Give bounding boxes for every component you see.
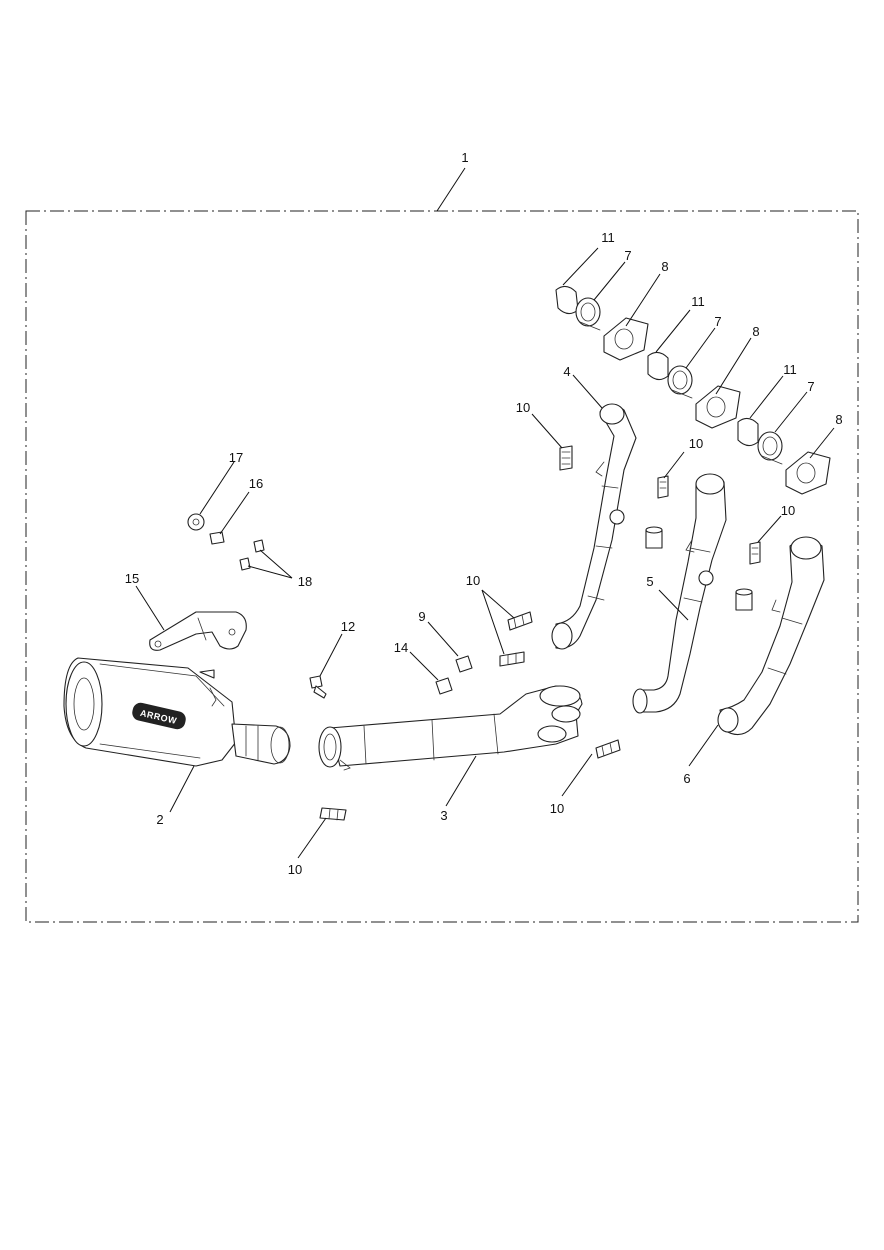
- callout-7a: 7: [624, 248, 631, 263]
- callout-11b: 11: [691, 294, 705, 309]
- kit-boundary: [25, 210, 859, 923]
- sleeve-b: [735, 588, 753, 611]
- callout-11c: 11: [783, 362, 797, 377]
- callout-6: 6: [683, 771, 690, 786]
- ring-c: [757, 431, 783, 465]
- callout-14: 14: [394, 640, 408, 655]
- spring-g: [319, 807, 347, 821]
- header-pipe-cyl3: [717, 536, 825, 736]
- spring-b: [657, 475, 669, 499]
- callout-4: 4: [563, 364, 570, 379]
- callout-15: 15: [125, 571, 139, 586]
- callout-18: 18: [298, 574, 312, 589]
- spacer-17: [187, 513, 205, 531]
- callout-7c: 7: [807, 379, 814, 394]
- callout-8c: 8: [835, 412, 842, 427]
- header-pipe-cyl2: [632, 473, 727, 714]
- flange-c: [785, 451, 831, 495]
- callout-17: 17: [229, 450, 243, 465]
- screw-18b: [239, 557, 251, 571]
- callout-10d: 10: [466, 573, 480, 588]
- flange-b: [695, 385, 741, 429]
- header-pipe-cyl1: [551, 403, 637, 650]
- screw-16: [209, 531, 225, 545]
- callout-1: 1: [461, 150, 468, 165]
- callout-5: 5: [646, 574, 653, 589]
- gasket-a: [555, 285, 579, 315]
- gasket-b: [647, 351, 669, 381]
- leader-lines: [135, 167, 835, 859]
- callout-10a: 10: [516, 400, 530, 415]
- callout-16: 16: [249, 476, 263, 491]
- sleeve-a: [645, 526, 663, 549]
- spring-f: [595, 739, 621, 759]
- nut-9: [455, 655, 473, 673]
- callout-3: 3: [440, 808, 447, 823]
- spring-d: [507, 611, 533, 631]
- callout-2: 2: [156, 812, 163, 827]
- ring-a: [575, 297, 601, 331]
- callout-8a: 8: [661, 259, 668, 274]
- spring-a: [559, 445, 573, 471]
- nut-14: [435, 677, 453, 695]
- callout-10e: 10: [550, 801, 564, 816]
- hanger-bracket: [149, 611, 247, 651]
- callout-11a: 11: [601, 230, 615, 245]
- callout-10b: 10: [689, 436, 703, 451]
- callout-10f: 10: [288, 862, 302, 877]
- spring-e: [499, 651, 525, 667]
- callout-10c: 10: [781, 503, 795, 518]
- callout-12: 12: [341, 619, 355, 634]
- callout-9: 9: [418, 609, 425, 624]
- silencer-brand-plate: [132, 702, 186, 730]
- flange-a: [603, 317, 649, 361]
- silencer: ARROW: [63, 657, 291, 767]
- bolt-12: [309, 675, 327, 699]
- spring-c: [749, 541, 761, 565]
- ring-b: [667, 365, 693, 399]
- mid-pipe: [318, 685, 583, 771]
- screw-18a: [253, 539, 265, 553]
- gasket-c: [737, 417, 759, 447]
- callout-8b: 8: [752, 324, 759, 339]
- callout-7b: 7: [714, 314, 721, 329]
